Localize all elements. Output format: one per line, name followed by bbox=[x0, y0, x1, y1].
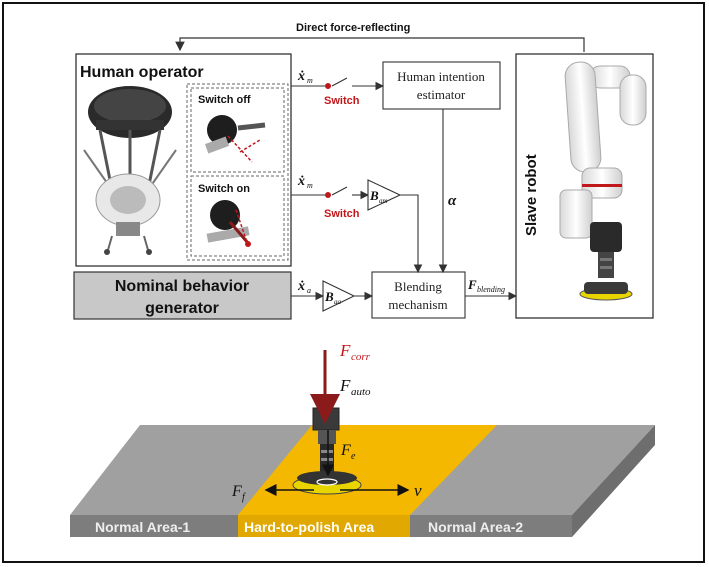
haptic-device-image bbox=[83, 86, 177, 255]
label-xa: ẋ a bbox=[297, 279, 311, 295]
area-normal-2: Normal Area-2 bbox=[428, 519, 523, 535]
label-f-blending: F blending bbox=[467, 277, 505, 294]
svg-text:F: F bbox=[339, 341, 351, 360]
feedback-line bbox=[175, 37, 585, 52]
svg-text:ẋ: ẋ bbox=[297, 174, 305, 189]
slave-robot-label: Slave robot bbox=[523, 154, 540, 236]
svg-text:F: F bbox=[339, 376, 351, 395]
label-alpha: α bbox=[448, 193, 457, 209]
area-hard-to-polish: Hard-to-polish Area bbox=[244, 519, 374, 535]
svg-text:a: a bbox=[307, 286, 311, 295]
human-intention-estimator bbox=[382, 61, 501, 110]
svg-text:m: m bbox=[307, 181, 313, 190]
switch-2-label: Switch bbox=[324, 208, 360, 220]
svg-text:blending: blending bbox=[477, 285, 505, 294]
intention-line-2: estimator bbox=[417, 87, 466, 102]
blending-line-2: mechanism bbox=[388, 297, 447, 312]
label-v: v bbox=[414, 481, 422, 500]
human-operator-title: Human operator bbox=[80, 64, 204, 81]
signal-lines bbox=[291, 77, 518, 301]
gain-b-am bbox=[367, 179, 402, 211]
nominal-behavior-generator bbox=[73, 271, 292, 320]
svg-text:ẋ: ẋ bbox=[297, 279, 305, 294]
label-f-e: F e bbox=[340, 442, 356, 462]
label-f-auto: F auto bbox=[339, 376, 371, 398]
feedback-label: Direct force-reflecting bbox=[296, 22, 410, 34]
label-b-am: B am bbox=[369, 188, 388, 205]
switch-1-dot bbox=[325, 83, 331, 89]
svg-text:B: B bbox=[324, 289, 334, 304]
label-xm-1: ẋ m bbox=[297, 69, 313, 85]
svg-text:F: F bbox=[467, 277, 477, 292]
svg-text:am: am bbox=[379, 197, 388, 205]
svg-text:F: F bbox=[231, 483, 242, 500]
label-f-corr: F corr bbox=[339, 341, 371, 363]
area-normal-1: Normal Area-1 bbox=[95, 519, 190, 535]
switch-2-dot bbox=[325, 192, 331, 198]
label-xm-2: ẋ m bbox=[297, 174, 313, 190]
switch-on-label: Switch on bbox=[198, 183, 250, 195]
blending-mechanism bbox=[371, 271, 466, 319]
svg-text:f: f bbox=[242, 492, 246, 503]
switch-on-image bbox=[206, 200, 251, 247]
switch-1-label: Switch bbox=[324, 95, 360, 107]
svg-text:corr: corr bbox=[351, 351, 371, 363]
intention-line-1: Human intention bbox=[397, 69, 485, 84]
nominal-line-2: generator bbox=[145, 300, 219, 317]
svg-text:e: e bbox=[351, 451, 356, 462]
svg-text:F: F bbox=[340, 442, 351, 459]
label-f-f: F f bbox=[231, 483, 246, 503]
nominal-line-1: Nominal behavior bbox=[115, 278, 249, 295]
switch-off-label: Switch off bbox=[198, 94, 251, 106]
switch-off-image bbox=[204, 115, 266, 163]
switch-inset bbox=[186, 83, 289, 261]
svg-text:auto: auto bbox=[351, 386, 371, 398]
switch-off-box bbox=[190, 87, 285, 173]
svg-text:B: B bbox=[369, 188, 379, 203]
polish-surface bbox=[70, 425, 655, 537]
svg-text:aa: aa bbox=[334, 298, 342, 306]
svg-text:ẋ: ẋ bbox=[297, 69, 305, 84]
svg-text:m: m bbox=[307, 76, 313, 85]
robot-arm-image bbox=[559, 61, 647, 301]
label-b-aa: B aa bbox=[324, 289, 342, 306]
blending-line-1: Blending bbox=[394, 279, 442, 294]
gain-b-aa bbox=[322, 280, 356, 312]
